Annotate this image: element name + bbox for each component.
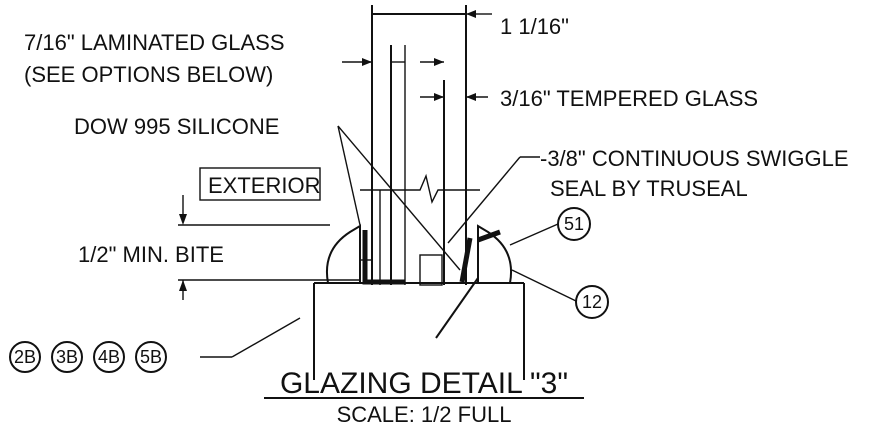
exterior-box (199, 167, 321, 201)
callout-4b-text: 4B (98, 347, 120, 367)
swiggle-seal-label: -3/8" CONTINUOUS SWIGGLE (540, 146, 849, 171)
glass-assembly (360, 5, 480, 286)
callout-5b (135, 341, 167, 373)
min-bite-label: 1/2" MIN. BITE (78, 242, 224, 267)
exterior-label: EXTERIOR (208, 173, 320, 198)
callout-2b-text: 2B (14, 347, 36, 367)
callout-51 (557, 207, 591, 241)
callout-bubbles: 51 12 2B 3B 4B 5B (9, 207, 609, 373)
dimension-markers (178, 10, 492, 300)
callout-12 (575, 285, 609, 319)
callout-4b (93, 341, 125, 373)
callout-2b (9, 341, 41, 373)
detail-scale: SCALE: 1/2 FULL (337, 402, 512, 427)
laminated-glass-label: 7/16" LAMINATED GLASS (24, 30, 285, 55)
laminated-glass-options-label: (SEE OPTIONS BELOW) (24, 62, 273, 87)
callout-12-text: 12 (582, 292, 602, 312)
callout-51-text: 51 (564, 214, 584, 234)
overall-thickness-label: 1 1/16" (500, 14, 569, 39)
silicone-label: DOW 995 SILICONE (74, 114, 279, 139)
detail-title: GLAZING DETAIL "3" (280, 367, 568, 400)
swiggle-seal-label-2: SEAL BY TRUSEAL (550, 176, 748, 201)
tempered-glass-label: 3/16" TEMPERED GLASS (500, 86, 758, 111)
frame-profile (313, 224, 525, 380)
callout-5b-text: 5B (140, 347, 162, 367)
break-line (360, 173, 480, 205)
swiggle-seal (419, 254, 443, 286)
callout-3b-text: 3B (56, 347, 78, 367)
leader-lines (200, 125, 577, 358)
callout-3b (51, 341, 83, 373)
